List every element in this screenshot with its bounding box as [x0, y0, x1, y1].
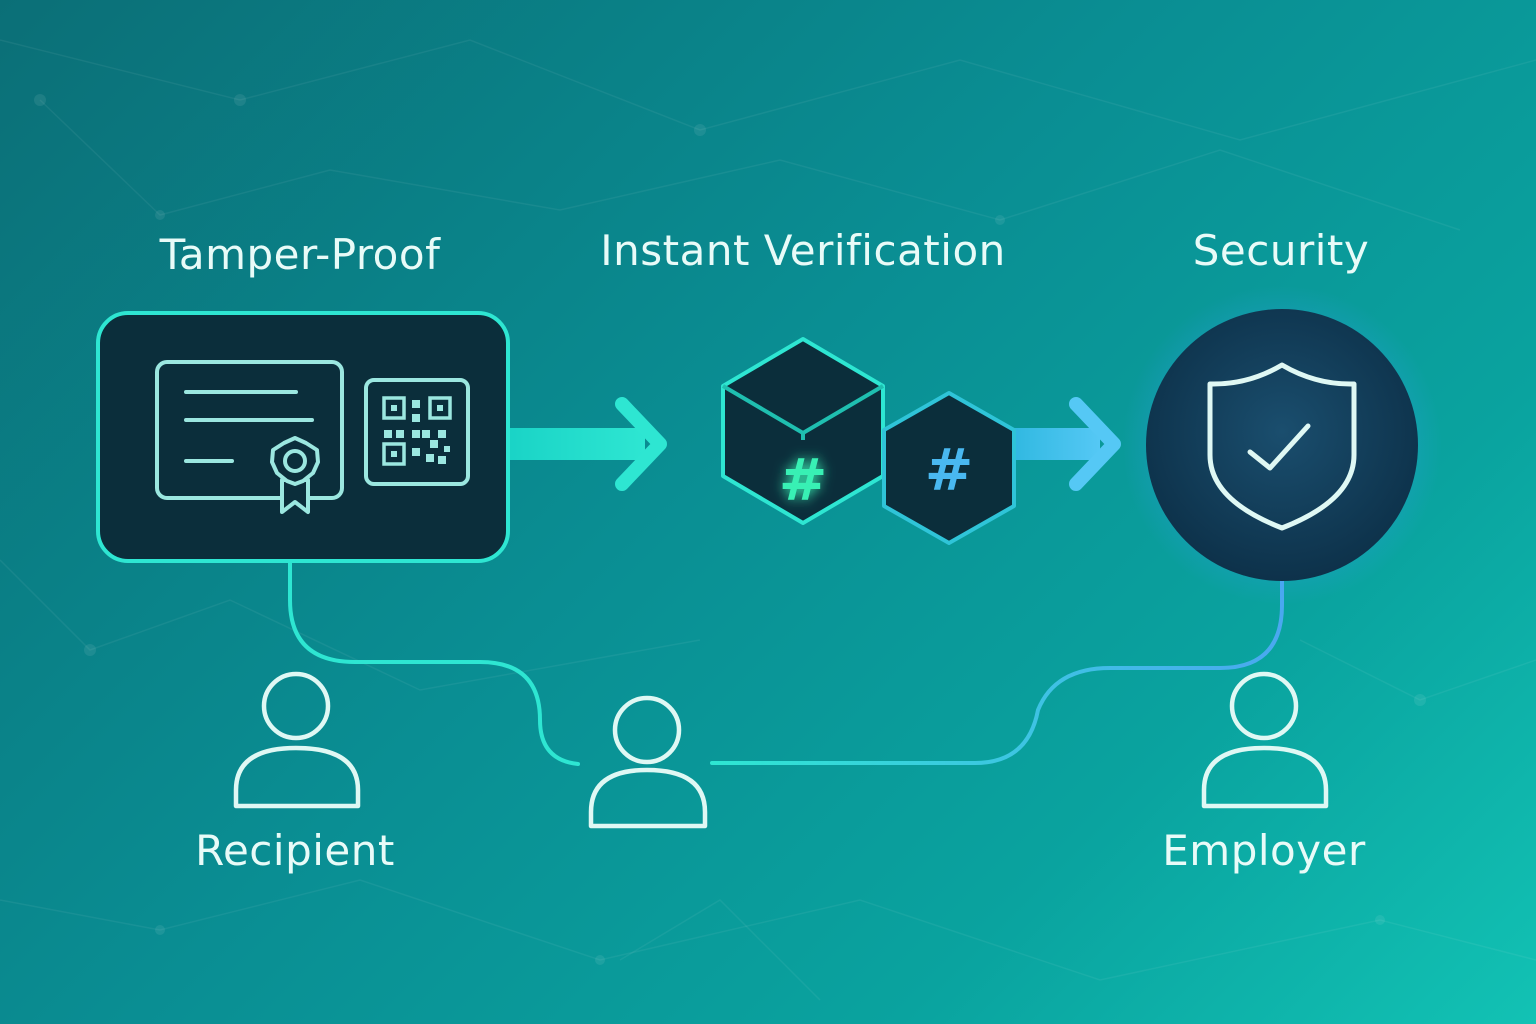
blockchain-block-icon: #: [882, 391, 1016, 545]
ribbon-icon: [270, 436, 320, 514]
certificate-card: [96, 311, 510, 563]
feature-title-tamper-proof: Tamper-Proof: [159, 230, 441, 279]
arrow-blocks-to-security: [1010, 397, 1121, 491]
block-hash-symbol: #: [779, 446, 828, 514]
blockchain-block-icon: #: [721, 337, 885, 525]
feature-title-instant-verification: Instant Verification: [600, 226, 1006, 275]
arrow-tamper-to-blocks: [505, 397, 667, 491]
background-network: [0, 39, 1536, 1001]
connector-holder-to-security: [710, 578, 1284, 765]
feature-title-security: Security: [1192, 226, 1370, 275]
connector-certificate-to-holder: [288, 561, 580, 766]
role-label-recipient: Recipient: [195, 826, 395, 875]
role-label-employer: Employer: [1162, 826, 1366, 875]
qr-code-icon: [364, 378, 470, 486]
certificate-icon: [155, 360, 344, 500]
person-icon: [1201, 671, 1329, 809]
security-badge: [1122, 285, 1442, 605]
block-hash-symbol: #: [925, 436, 974, 504]
background-nodes: [34, 94, 1426, 965]
person-icon: [588, 695, 708, 829]
person-icon: [233, 671, 361, 809]
shield-check-icon: [1207, 362, 1357, 531]
